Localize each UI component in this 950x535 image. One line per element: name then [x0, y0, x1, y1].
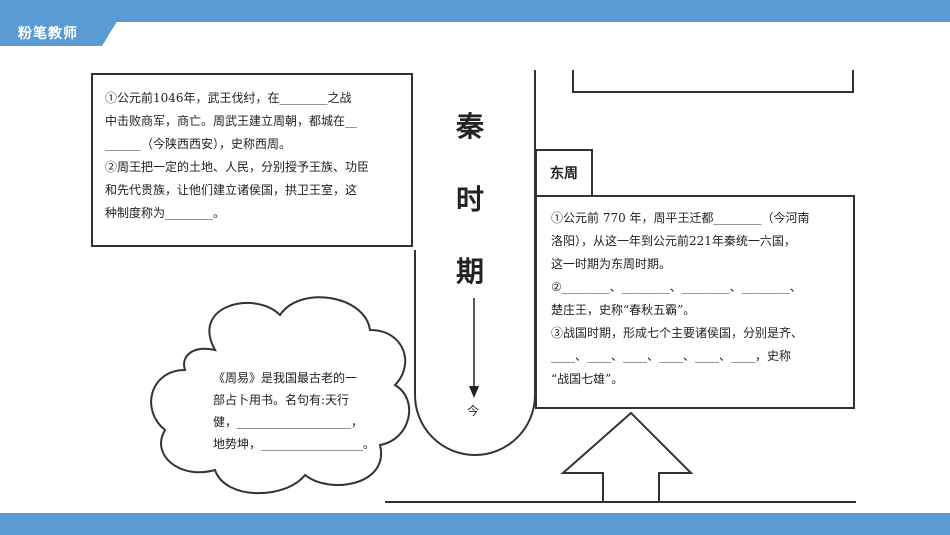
cloud-line: 地势坤，_________________。 — [213, 437, 376, 451]
big-up-arrow — [560, 411, 694, 503]
west-zhou-box: ①公元前1046年，武王伐纣，在________之战 中击败商军，商亡。周武王建… — [91, 73, 413, 247]
east-zhou-line: ____、____、____、____、____、____，史称 — [551, 349, 792, 363]
timeline-arrow-label: 今 — [467, 404, 480, 418]
east-zhou-box: ①公元前 770 年，周平王迁都________（今河南 洛阳），从这一年到公元… — [535, 195, 855, 409]
west-zhou-line: 和先代贵族，让他们建立诸侯国，拱卫王室，这 — [105, 183, 358, 197]
logo-tab — [0, 0, 130, 46]
east-zhou-line: “战国七雄”。 — [551, 372, 624, 386]
east-zhou-line: ③战国时期，形成七个主要诸侯国，分别是齐、 — [551, 326, 804, 340]
east-zhou-line: ①公元前 770 年，周平王迁都________（今河南 — [551, 211, 810, 225]
west-zhou-line: 种制度称为________。 — [105, 206, 226, 220]
header-bar: 粉笔教师 — [0, 0, 950, 46]
east-zhou-line: 洛阳），从这一年到公元前221年秦统一六国， — [551, 234, 796, 248]
west-zhou-line: ______（今陕西西安），史称西周。 — [105, 137, 292, 151]
timeline-char-qi: 期 — [456, 255, 485, 288]
west-zhou-line: 中击败商军，商亡。周武王建立周朝，都城在__ — [105, 114, 358, 128]
east-zhou-line: 楚庄王，史称“春秋五霸”。 — [551, 303, 696, 317]
header-band — [0, 0, 950, 22]
cloud-text: 《周易》是我国最古老的一 部占卜用书。名句有:天行 健，____________… — [213, 367, 383, 455]
cloud-line: 部占卜用书。名句有:天行 — [213, 393, 350, 407]
cloud-shape — [150, 296, 411, 495]
brand-logo: 粉笔教师 — [18, 26, 78, 42]
timeline-char-qin: 秦 — [456, 110, 485, 143]
cloud-line: 健，___________________， — [213, 415, 364, 429]
east-zhou-line: ②________、________、________、________、 — [551, 280, 802, 294]
west-zhou-line: ①公元前1046年，武王伐纣，在________之战 — [105, 91, 352, 105]
footer-band — [0, 513, 950, 535]
timeline-channel — [414, 70, 536, 456]
east-zhou-line: 这一时期为东周时期。 — [551, 257, 672, 271]
timeline-arrowhead — [469, 386, 479, 398]
east-zhou-label: 东周 — [535, 149, 593, 195]
cloud-line: 《周易》是我国最古老的一 — [213, 371, 358, 385]
timeline-char-shi: 时 — [456, 183, 485, 216]
west-zhou-line: ②周王把一定的土地、人民，分别授予王族、功臣 — [105, 160, 370, 174]
top-right-box — [572, 70, 854, 93]
